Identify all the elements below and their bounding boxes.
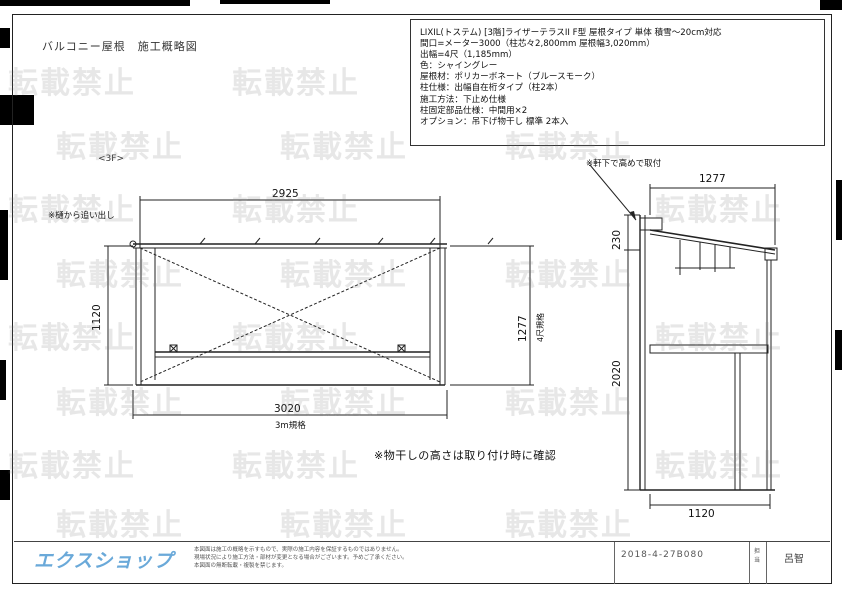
side-roof-bracket <box>639 217 663 231</box>
plan-tick <box>254 237 261 245</box>
stamp-name: 呂智 <box>784 554 804 565</box>
side-balcony-rail <box>649 344 769 354</box>
scan-bar <box>0 210 8 280</box>
spec-line: 色：シャイングレー <box>420 61 498 72</box>
scan-bar <box>0 28 10 48</box>
plan-dim-left: 1120 <box>91 304 103 331</box>
company-logo: エクスショップ <box>34 550 174 572</box>
floor-label: <3F> <box>98 154 124 164</box>
scan-bar <box>0 470 10 500</box>
scan-bar <box>0 95 34 125</box>
spec-line: 間口=メーター3000（柱芯々2,800mm 屋根幅3,020mm） <box>420 39 655 50</box>
side-dim-height: 2020 <box>611 360 623 387</box>
plan-dim-bottom-sub: 3m規格 <box>275 421 306 431</box>
laundry-height-note: ※物干しの高さは取り付け時に確認 <box>374 449 557 462</box>
plan-tick <box>314 237 321 245</box>
plan-tick <box>487 237 494 245</box>
footer-divider <box>766 542 767 584</box>
spec-box: LIXIL(トステム) [3階]ライザーテラスII F型 屋根タイプ 単体 積雪… <box>410 19 825 146</box>
page-title: バルコニー屋根 施工概略図 <box>42 40 198 53</box>
plan-dim-right-sub: 4尺規格 <box>536 312 545 342</box>
plan-gutter-outlet <box>129 240 137 248</box>
side-callout-leader <box>589 164 637 221</box>
spec-line: 屋根材：ポリカーボネート（ブルースモーク） <box>420 72 601 83</box>
plan-post-mark <box>169 344 178 353</box>
plan-tick <box>199 237 206 245</box>
plan-post-mark <box>397 344 406 353</box>
scan-bar <box>835 330 842 370</box>
side-dim-bottom: 1120 <box>688 508 715 520</box>
scan-bar <box>220 0 330 4</box>
plan-callout-gutter: ※樋から追い出し <box>48 211 115 221</box>
spec-line: 柱仕様：出幅自在桁タイプ（柱2本） <box>420 83 563 94</box>
plan-dim-top: 2925 <box>272 188 299 200</box>
disclaimer: 本図面は施工の概略を示すもので、実際の施工内容を保証するものではありません。 現… <box>194 546 614 570</box>
plan-dim-right: 1277 <box>517 315 529 342</box>
disclaimer-line: 本図面の無断転載・複製を禁じます。 <box>194 563 287 569</box>
side-callout-top: ※軒下で高めで取付 <box>586 159 662 169</box>
side-dim-top: 1277 <box>699 173 726 185</box>
scan-bar <box>836 180 842 240</box>
plan-tick <box>377 237 384 245</box>
drawing-date: 2018-4-27B080 <box>621 550 704 560</box>
plan-diagonal <box>139 247 441 383</box>
disclaimer-line: 現場状況により施工方法・部材が変更となる場合がございます。予めご了承ください。 <box>194 555 408 561</box>
plan-post <box>397 344 406 353</box>
stamp-label: 担当 <box>754 548 761 564</box>
spec-line: 出幅=4尺（1,185mm） <box>420 50 517 61</box>
spec-line: LIXIL(トステム) [3階]ライザーテラスII F型 屋根タイプ 単体 積雪… <box>420 28 722 38</box>
spec-line: オプション：吊下げ物干し 標準 2本入 <box>420 116 569 127</box>
side-dim-upper: 230 <box>611 229 623 250</box>
disclaimer-line: 本図面は施工の概略を示すもので、実際の施工内容を保証するものではありません。 <box>194 547 403 553</box>
arrow-head-icon <box>630 211 636 220</box>
scan-bar <box>0 360 6 400</box>
plan-post <box>169 344 178 353</box>
spec-line: 施工方法：下止め仕様 <box>420 94 506 105</box>
spec-line: 柱固定部品仕様：中間用×2 <box>420 105 528 116</box>
side-roof <box>649 229 776 251</box>
side-roof-inner <box>649 233 776 255</box>
footer-divider <box>749 542 750 584</box>
plan-dim-bottom: 3020 <box>274 403 301 415</box>
title-block: エクスショップ 本図面は施工の概略を示すもので、実際の施工内容を保証するものでは… <box>14 541 830 584</box>
plan-tick <box>429 237 436 245</box>
footer-divider <box>614 542 615 584</box>
drawing-frame <box>12 14 832 584</box>
scan-bar <box>820 0 842 10</box>
plan-diagonal <box>139 247 441 383</box>
scan-bar <box>0 0 190 6</box>
